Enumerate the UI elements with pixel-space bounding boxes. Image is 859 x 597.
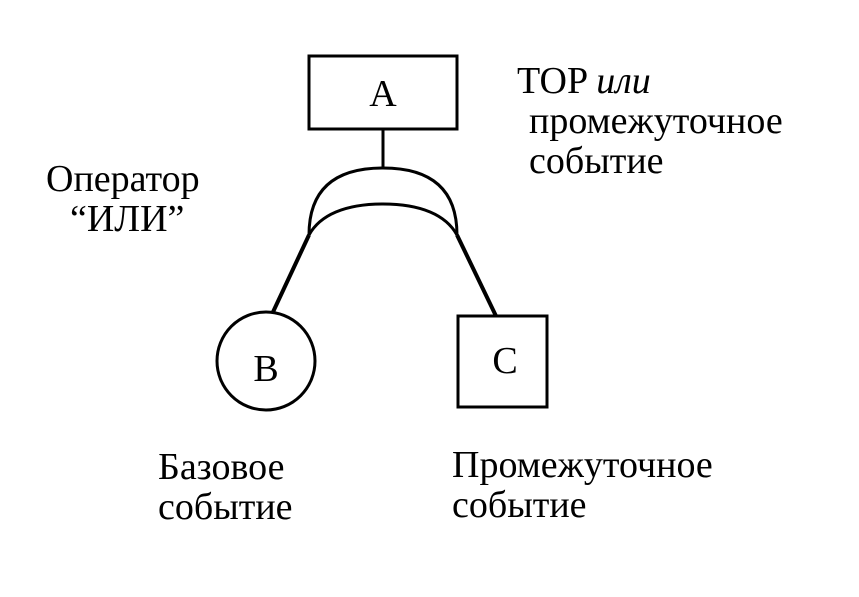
- top-event-label: TOP или промежуточное событие: [517, 61, 783, 181]
- or-gate-inner-arc: [307, 202, 459, 236]
- connector-to-intermediate-event: [455, 234, 498, 317]
- gate-label: Оператор “ИЛИ”: [46, 159, 200, 239]
- top-event-label-or: или: [596, 60, 651, 102]
- gate-label-line2: “ИЛИ”: [70, 198, 185, 240]
- intermediate-event-box: [456, 314, 549, 409]
- intermediate-event-letter: C: [492, 340, 517, 382]
- connector-to-basic-event: [271, 234, 311, 313]
- basic-event-circle: [215, 310, 317, 412]
- basic-event-letter: B: [253, 348, 278, 390]
- basic-event-label: Базовое событие: [158, 447, 293, 527]
- top-event-label-line1: TOP или: [517, 61, 783, 101]
- basic-event-label-line2: событие: [158, 486, 293, 528]
- intermediate-event-label-line2: событие: [452, 484, 587, 526]
- top-event-letter: A: [369, 73, 397, 115]
- intermediate-event-label-line1: Промежуточное: [452, 444, 713, 486]
- top-event-label-line2: промежуточное: [529, 100, 783, 142]
- top-event-label-line3: событие: [529, 140, 664, 182]
- top-event-label-top: TOP: [517, 60, 587, 102]
- basic-event-label-line1: Базовое: [158, 446, 285, 488]
- or-gate-outer-arc: [307, 166, 459, 236]
- gate-label-line1: Оператор: [46, 158, 200, 200]
- intermediate-event-label: Промежуточное событие: [452, 445, 713, 525]
